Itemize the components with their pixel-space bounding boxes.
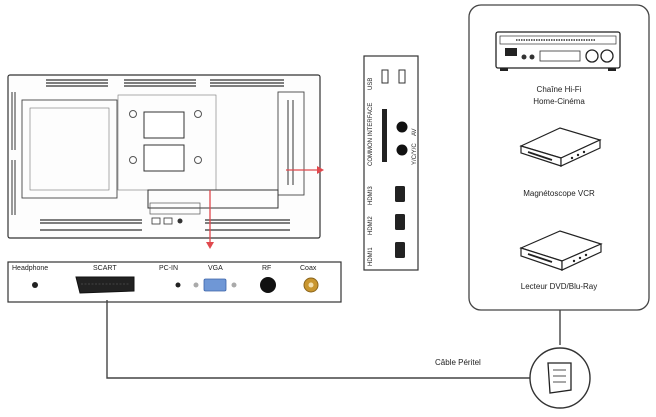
- tv-back: [7, 74, 321, 239]
- hifi-receiver-icon: [495, 31, 621, 71]
- label-hdmi1: HDMI1: [368, 247, 374, 266]
- label-yc: Y/C/Y/C: [412, 143, 418, 165]
- rf-port: [260, 277, 276, 293]
- label-vga: VGA: [208, 265, 223, 272]
- label-headphone: Headphone: [12, 265, 49, 272]
- scart-port: [75, 276, 135, 294]
- headphone-jack: [32, 282, 38, 288]
- label-usb: USB: [368, 77, 374, 90]
- vcr-icon: [519, 127, 602, 167]
- label-pcin: PC-IN: [159, 265, 179, 272]
- scart-cable: [106, 300, 591, 409]
- tv-bottom-vents: [40, 219, 290, 231]
- label-hdmi2: HDMI2: [368, 216, 374, 235]
- tv-top-vents: [46, 79, 284, 87]
- label-scart-cable: Câble Péritel: [435, 358, 481, 367]
- dvd-player-icon: [519, 230, 603, 271]
- label-vcr: Magnétoscope VCR: [523, 189, 595, 198]
- coax-port: [303, 277, 319, 293]
- tv-left-vents: [11, 92, 16, 215]
- label-rf: RF: [262, 265, 272, 272]
- label-common-interface: COMMON INTERFACE: [368, 102, 374, 166]
- label-scart: SCART: [93, 265, 117, 272]
- label-av: AV: [412, 128, 418, 136]
- label-dvd: Lecteur DVD/Blu-Ray: [520, 282, 598, 291]
- label-coax: Coax: [300, 265, 317, 272]
- devices-panel: [468, 4, 650, 311]
- label-hifi-line2: Home-Cinéma: [533, 97, 585, 106]
- tv-arrows: [206, 166, 324, 249]
- pcin-jack: [175, 282, 181, 288]
- side-port-panel: [363, 55, 419, 271]
- bottom-port-panel: [7, 261, 342, 303]
- label-hifi-line1: Chaîne Hi-Fi: [536, 85, 582, 94]
- label-hdmi3: HDMI3: [368, 186, 374, 205]
- vga-port: [193, 278, 237, 292]
